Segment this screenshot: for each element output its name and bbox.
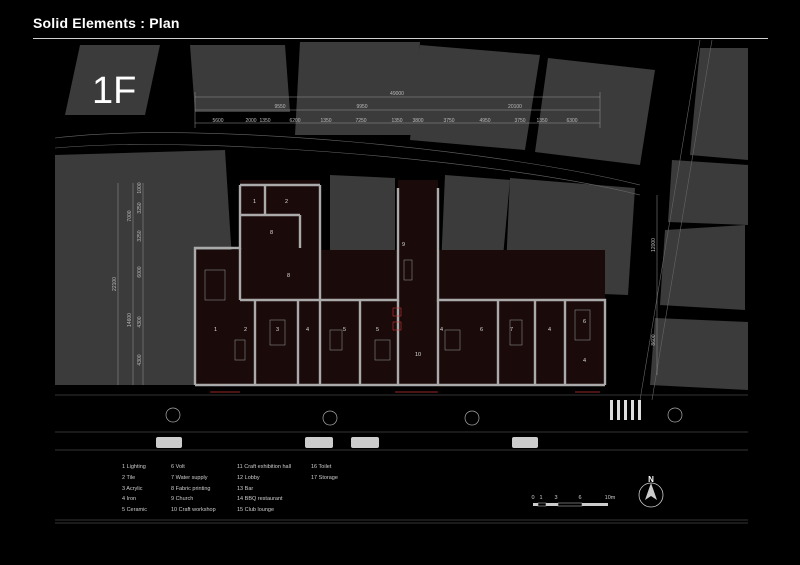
scale-tick: 10m <box>605 495 616 501</box>
room-label: 6 <box>480 327 483 333</box>
dim-seg-7: 1350 <box>391 118 402 124</box>
dim-group-2: 9950 <box>356 104 367 110</box>
dim-seg-1: 5600 <box>212 118 223 124</box>
room-label: 7 <box>510 327 513 333</box>
dim-right-1: 12000 <box>651 238 657 252</box>
scale-tick: 3 <box>554 495 557 501</box>
dim-total: 49000 <box>390 91 404 97</box>
dim-left-u5: 6000 <box>137 266 143 277</box>
sheet-title: Solid Elements : Plan <box>33 15 180 31</box>
legend-item: 1 Lighting <box>122 464 146 470</box>
room-label: 4 <box>583 358 586 364</box>
room-label: 4 <box>440 327 443 333</box>
room-labels: 1 2 8 8 9 1 2 3 4 5 5 10 4 6 7 4 6 4 <box>214 199 586 364</box>
legend-item: 2 Tile <box>122 474 136 481</box>
legend-item: 12 Lobby <box>237 474 260 481</box>
left-dimension-labels: 22100 1000 3250 7000 3250 6000 14600 430… <box>112 182 143 365</box>
legend-item: 11 Craft exhibition hall <box>237 464 292 470</box>
dim-seg-4: 6200 <box>289 118 300 124</box>
context-buildings <box>55 42 748 390</box>
building-footprint <box>195 180 605 385</box>
legend-item: 9 Church <box>171 496 194 503</box>
north-label: N <box>648 475 654 484</box>
dim-seg-3: 1350 <box>259 118 270 124</box>
top-dimension-lines <box>194 92 601 128</box>
crosswalk <box>610 400 641 420</box>
scale-tick: 6 <box>578 495 581 501</box>
room-label: 8 <box>287 273 290 279</box>
furniture <box>204 259 591 361</box>
room-label: 5 <box>343 327 346 333</box>
room-label: 10 <box>415 352 421 358</box>
legend-column-2: 6 Volt 7 Water supply 8 Fabric printing … <box>171 462 216 516</box>
legend-item: 15 Club lounge <box>237 507 275 514</box>
dim-seg-5: 1350 <box>320 118 331 124</box>
room-label: 8 <box>270 230 273 236</box>
dim-left-u4: 3250 <box>137 230 143 241</box>
dim-seg-12: 1350 <box>536 118 547 124</box>
legend-column-1: 1 Lighting 2 Tile 3 Acrylic 4 Iron 5 Cer… <box>122 462 147 516</box>
room-label: 4 <box>306 327 309 333</box>
road-lines <box>54 39 748 524</box>
dim-group-3: 20100 <box>508 104 522 110</box>
dim-seg-10: 4950 <box>479 118 490 124</box>
title-divider <box>33 38 768 39</box>
legend-item: 5 Ceramic <box>122 507 148 514</box>
scale-tick: 1 <box>539 495 542 501</box>
room-label: 1 <box>253 199 256 205</box>
dim-left-u2: 3250 <box>137 202 143 213</box>
legend-item: 6 Volt <box>171 464 185 470</box>
legend-item: 17 Storage <box>311 474 338 481</box>
legend-item: 8 Fabric printing <box>171 485 211 492</box>
legend-column-3: 11 Craft exhibition hall 12 Lobby 13 Bar… <box>237 462 291 516</box>
room-label: 4 <box>548 327 551 333</box>
dim-seg-8: 3800 <box>412 118 423 124</box>
dim-group-1: 9550 <box>274 104 285 110</box>
dim-left-l2: 4300 <box>137 316 143 327</box>
dim-left-total: 22100 <box>112 277 118 291</box>
dim-seg-6: 7250 <box>355 118 366 124</box>
dim-left-u1: 1000 <box>137 182 143 193</box>
dim-seg-13: 6300 <box>566 118 577 124</box>
legend-item: 10 Craft workshop <box>171 507 216 514</box>
room-label: 5 <box>376 327 379 333</box>
dim-seg-11: 3750 <box>514 118 525 124</box>
room-label: 2 <box>244 327 247 333</box>
dim-left-u3: 7000 <box>127 210 133 221</box>
room-label: 2 <box>285 199 288 205</box>
legend-item: 14 BBQ restaurant <box>237 496 283 503</box>
legend-column-4: 16 Toilet 17 Storage <box>311 462 338 484</box>
legend-item: 13 Bar <box>237 485 254 492</box>
floor-label: 1F <box>92 70 137 112</box>
parked-cars <box>156 437 538 448</box>
dim-right-2: 8600 <box>651 334 657 345</box>
dim-left-l3: 4300 <box>137 354 143 365</box>
scale-bar <box>533 502 608 507</box>
walls <box>193 183 607 387</box>
dim-seg-9: 3750 <box>443 118 454 124</box>
room-label: 9 <box>402 242 405 248</box>
room-label: 3 <box>276 327 279 333</box>
north-arrow-icon <box>638 482 664 508</box>
legend-item: 4 Iron <box>122 496 137 503</box>
legend-item: 7 Water supply <box>171 474 208 481</box>
room-label: 1 <box>214 327 217 333</box>
room-label: 6 <box>583 319 586 325</box>
left-dimension-lines <box>117 183 144 385</box>
legend-item: 3 Acrylic <box>122 485 143 492</box>
dim-seg-2: 2000 <box>245 118 256 124</box>
legend-item: 16 Toilet <box>311 464 332 470</box>
dim-left-l1: 14600 <box>127 313 133 327</box>
scale-tick: 0 <box>531 495 534 501</box>
trees <box>165 407 683 426</box>
